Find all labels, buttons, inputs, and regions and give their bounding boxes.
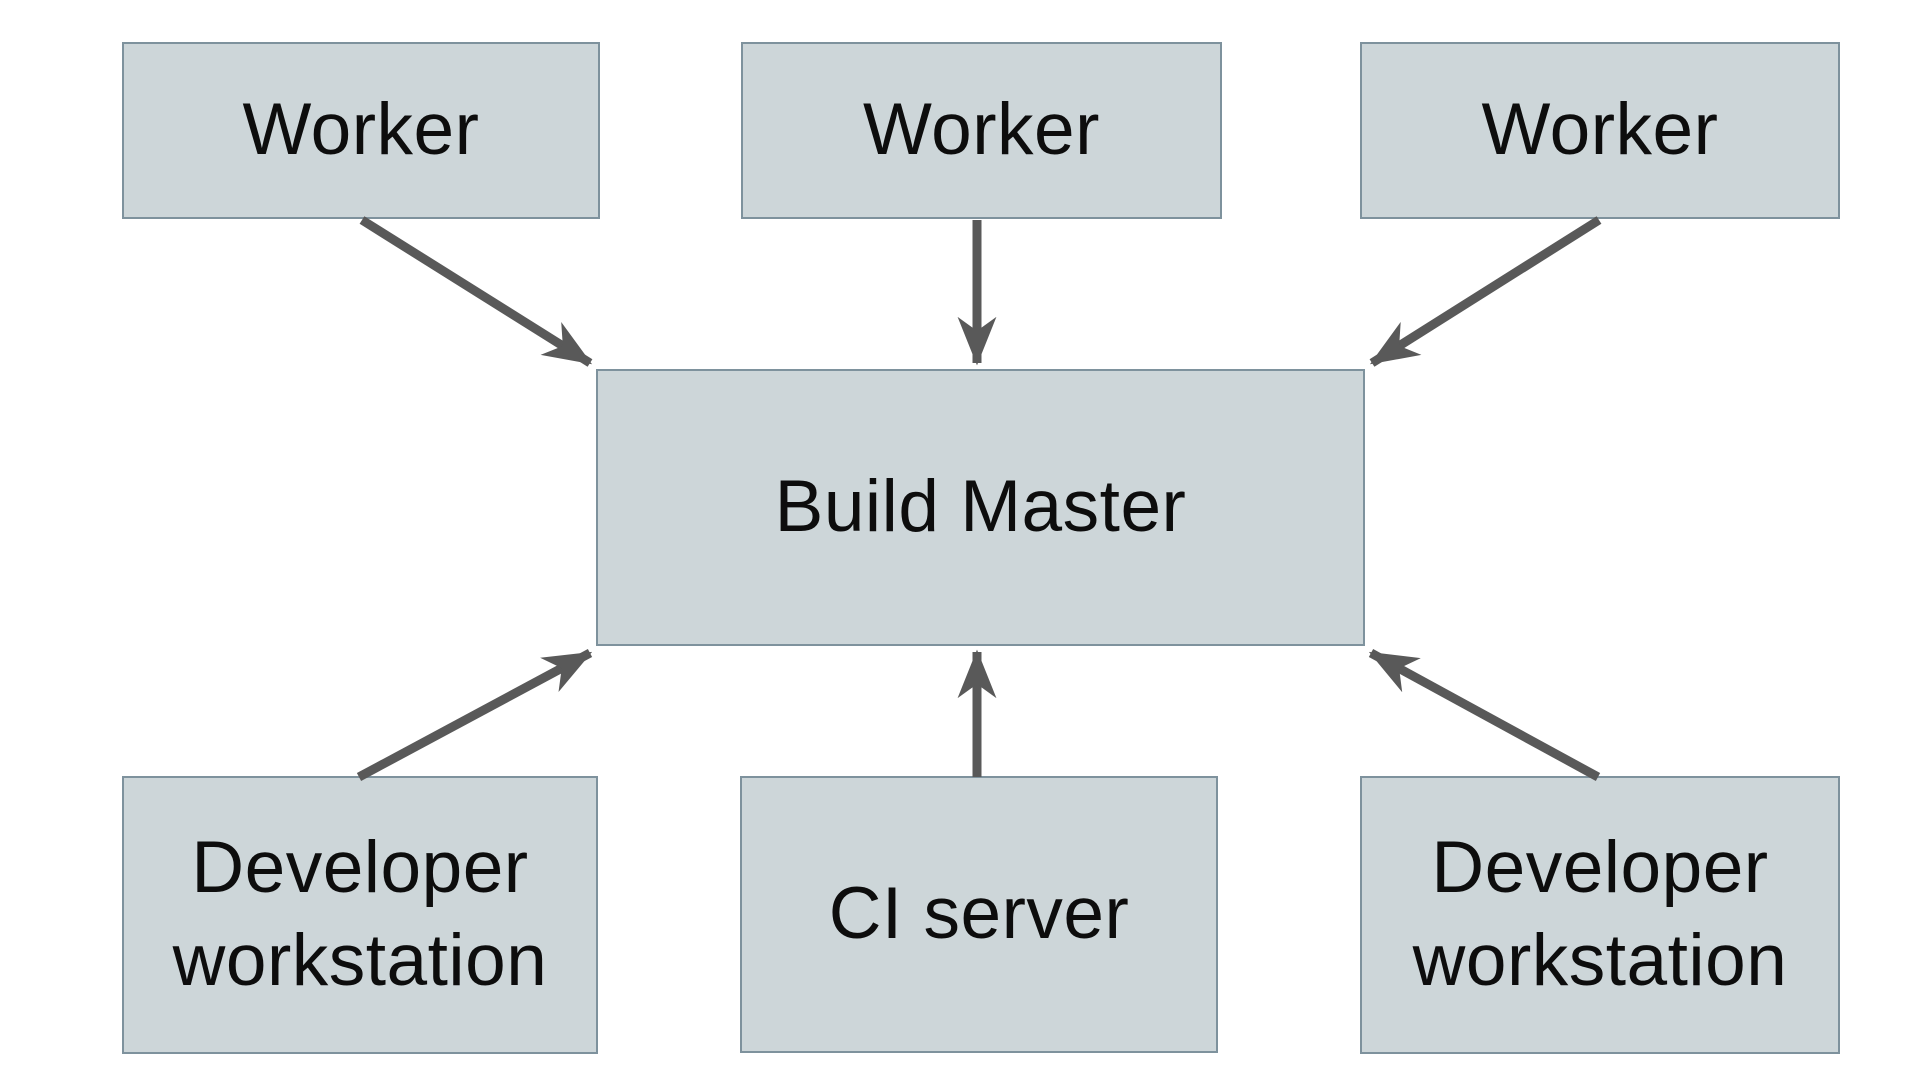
node-ci-server-label: CI server: [828, 873, 1130, 955]
node-worker-3-label: Worker: [1481, 89, 1719, 171]
node-worker-2-label: Worker: [863, 89, 1100, 171]
edge-worker-1-to-build-master: [359, 216, 593, 367]
node-worker-1-label: Worker: [242, 89, 480, 171]
node-developer-workstation-left-label: Developer workstation: [172, 827, 548, 1001]
node-worker-1: Worker: [122, 42, 600, 219]
node-worker-3: Worker: [1360, 42, 1840, 219]
node-developer-workstation-right-label: Developer workstation: [1412, 827, 1788, 1001]
node-worker-2: Worker: [741, 42, 1222, 219]
node-ci-server: CI server: [740, 776, 1218, 1053]
edge-worker-3-to-build-master: [1369, 216, 1602, 367]
node-build-master-label: Build Master: [774, 466, 1187, 548]
node-developer-workstation-right: Developer workstation: [1360, 776, 1840, 1054]
edge-developer-workstation-left-to-build-master: [356, 649, 593, 781]
node-build-master: Build Master: [596, 369, 1365, 646]
edge-developer-workstation-right-to-build-master: [1368, 649, 1601, 781]
node-developer-workstation-left: Developer workstation: [122, 776, 598, 1054]
